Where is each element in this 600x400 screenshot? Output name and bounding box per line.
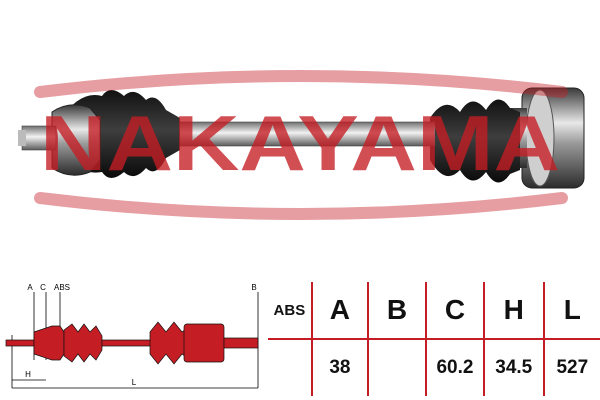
header-h: H — [483, 282, 545, 340]
value-l: 527 — [556, 357, 589, 378]
header-c: C — [426, 282, 485, 340]
brand-watermark: NAKAYAMA — [34, 70, 568, 220]
spec-header-row: ABS A B C H L — [268, 282, 600, 340]
value-abs — [268, 339, 313, 396]
label-l: L — [132, 378, 137, 387]
header-abs: ABS — [268, 282, 313, 340]
product-image: NAKAYAMA — [18, 70, 585, 220]
value-c: 60.2 — [426, 339, 485, 396]
value-b — [368, 339, 428, 396]
outer-cv-joint — [18, 104, 101, 176]
spec-value-row: 38 60.2 34.5 527 — [268, 339, 600, 396]
dimension-diagram: A C ABS B H L — [5, 283, 259, 389]
label-abs: ABS — [54, 283, 70, 292]
label-b: B — [251, 283, 256, 292]
brand-logo-text: NAKAYAMA — [40, 99, 560, 187]
header-b: B — [368, 282, 428, 340]
header-a: A — [311, 282, 370, 340]
inner-boot — [430, 99, 520, 183]
label-c: C — [40, 283, 46, 292]
value-a: 38 — [311, 339, 370, 396]
shaft-silhouette — [5, 321, 259, 365]
label-a: A — [27, 283, 33, 292]
value-h: 34.5 — [483, 339, 545, 396]
header-l: L — [543, 282, 600, 340]
spec-table: ABS A B C H L 38 60.2 34.5 527 — [268, 282, 600, 396]
label-h: H — [25, 370, 31, 379]
